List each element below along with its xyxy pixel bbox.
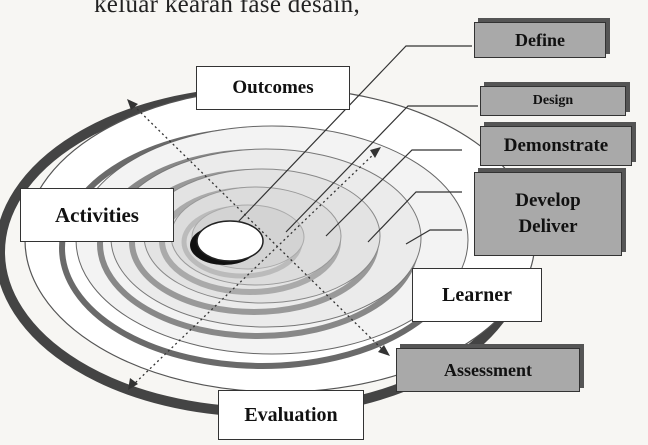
label-activities: Activities (20, 188, 174, 242)
label-develop: Develop (515, 190, 581, 212)
leader-deliver (405, 229, 462, 245)
arrowheads (127, 99, 390, 390)
label-evaluation: Evaluation (218, 390, 364, 440)
label-design: Design (480, 86, 626, 116)
caption-text: keluar kearah fase desain, (94, 0, 360, 18)
arrow-outcomes (127, 99, 138, 110)
leader-develop (367, 191, 462, 243)
label-deliver: Deliver (518, 216, 578, 237)
leader-demonstrate (325, 149, 462, 237)
label-outcomes: Outcomes (196, 66, 350, 110)
dotted-axes (129, 101, 386, 387)
center-core (196, 220, 264, 262)
arrow-assessment (378, 345, 390, 356)
leader-define (237, 45, 472, 223)
label-assessment: Assessment (396, 348, 580, 392)
leader-design (285, 105, 478, 233)
label-develop-deliver: Develop Deliver (474, 172, 622, 256)
arrow-demonstrate (370, 147, 381, 158)
arrow-evaluation (128, 378, 138, 390)
label-learner: Learner (412, 268, 542, 322)
axis-activities-demonstrate (131, 149, 379, 387)
leader-lines (237, 45, 478, 245)
label-define: Define (474, 22, 606, 58)
label-demonstrate: Demonstrate (480, 126, 632, 166)
